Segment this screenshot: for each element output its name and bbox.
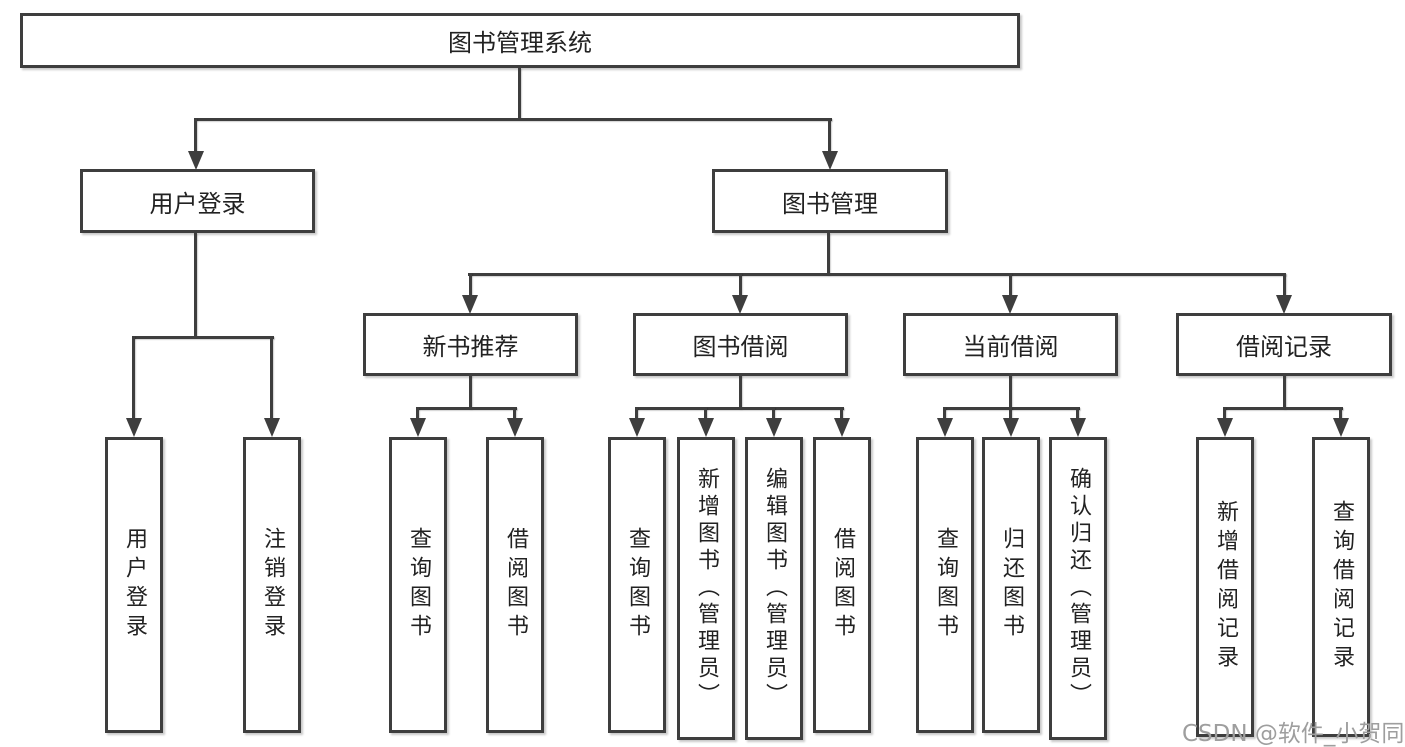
connector-drop-book-mgmt [828, 118, 831, 151]
node-new-books: 新书推荐 [363, 313, 578, 376]
node-current-borrow: 当前借阅 [903, 313, 1118, 376]
connector-book-borrow-bus [635, 407, 844, 410]
leaf-borrow-edit-admin: 编辑图书（管理员） [745, 437, 803, 740]
connector-level2-bus [195, 118, 832, 121]
connector-drop-bb-add [704, 407, 707, 420]
node-book-borrow: 图书借阅 [633, 313, 848, 376]
arrowhead-user-login [188, 151, 204, 170]
node-user-login: 用户登录 [80, 169, 315, 233]
connector-drop-br-query [1339, 407, 1342, 420]
connector-drop-bb-query [635, 407, 638, 420]
leaf-newbooks-query: 查询图书 [389, 437, 447, 733]
leaf-borrow-borrow: 借阅图书 [813, 437, 871, 733]
leaf-current-confirm-admin: 确认归还（管理员） [1049, 437, 1107, 740]
arrowhead-bb-add [698, 418, 714, 437]
connector-book-borrow-stem [739, 375, 742, 409]
leaf-current-query: 查询图书 [916, 437, 974, 733]
connector-borrow-records-bus [1223, 407, 1343, 410]
leaf-borrow-query: 查询图书 [608, 437, 666, 733]
connector-user-login-stem [194, 233, 197, 337]
connector-book-mgmt-stem [827, 233, 830, 275]
connector-drop-current-borrow [1009, 273, 1012, 296]
arrowhead-br-add [1217, 418, 1233, 437]
arrowhead-cb-return [1003, 418, 1019, 437]
connector-drop-leaf-login [132, 336, 135, 420]
leaf-borrow-add-admin: 新增图书（管理员） [677, 437, 735, 740]
connector-drop-leaf-logout [270, 336, 273, 420]
leaf-user-login: 用户登录 [105, 437, 163, 733]
leaf-current-return: 归还图书 [982, 437, 1040, 733]
arrowhead-current-borrow [1002, 295, 1018, 314]
arrowhead-leaf-logout [264, 418, 280, 437]
connector-drop-nb-borrow [513, 407, 516, 420]
connector-borrow-records-stem [1283, 375, 1286, 409]
node-borrow-records: 借阅记录 [1176, 313, 1392, 376]
leaf-newbooks-borrow: 借阅图书 [486, 437, 544, 733]
connector-drop-cb-confirm [1076, 407, 1079, 420]
connector-drop-bb-borrow [840, 407, 843, 420]
csdn-watermark: CSDN @软件_小贺同学 [1182, 721, 1405, 747]
connector-drop-new-books [469, 273, 472, 296]
leaf-records-add: 新增借阅记录 [1196, 437, 1254, 737]
arrowhead-nb-borrow [507, 418, 523, 437]
connector-new-books-bus [416, 407, 517, 410]
arrowhead-cb-confirm [1070, 418, 1086, 437]
connector-drop-borrow-records [1283, 273, 1286, 296]
arrowhead-book-borrow [732, 295, 748, 314]
leaf-records-query: 查询借阅记录 [1312, 437, 1370, 737]
connector-drop-br-add [1223, 407, 1226, 420]
arrowhead-new-books [462, 295, 478, 314]
connector-drop-nb-query [416, 407, 419, 420]
node-book-mgmt: 图书管理 [712, 169, 948, 233]
arrowhead-bb-query [629, 418, 645, 437]
connector-user-login-bus [132, 336, 274, 339]
connector-new-books-stem [469, 375, 472, 409]
connector-level3-bus [468, 273, 1286, 276]
arrowhead-cb-query [937, 418, 953, 437]
arrowhead-borrow-records [1276, 295, 1292, 314]
connector-current-borrow-stem [1009, 375, 1012, 409]
arrowhead-br-query [1333, 418, 1349, 437]
node-root-system: 图书管理系统 [20, 13, 1020, 68]
arrowhead-book-mgmt [822, 151, 838, 170]
connector-drop-cb-query [943, 407, 946, 420]
arrowhead-bb-borrow [834, 418, 850, 437]
connector-drop-book-borrow [739, 273, 742, 296]
arrowhead-leaf-login [126, 418, 142, 437]
connector-root-stem [518, 68, 521, 118]
leaf-logout: 注销登录 [243, 437, 301, 733]
arrowhead-bb-edit [766, 418, 782, 437]
arrowhead-nb-query [410, 418, 426, 437]
connector-drop-cb-return [1009, 407, 1012, 420]
connector-drop-user-login [194, 118, 197, 151]
connector-drop-bb-edit [772, 407, 775, 420]
